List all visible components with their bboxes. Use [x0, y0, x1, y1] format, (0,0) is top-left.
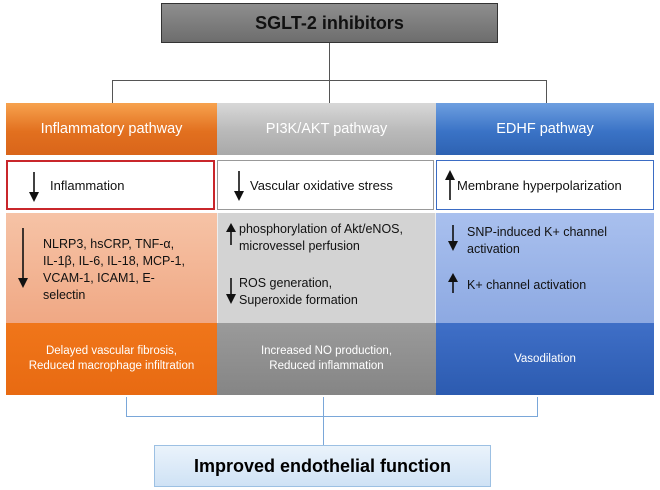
effect-oxidative-stress: Vascular oxidative stress [217, 160, 434, 210]
bracket-right-tick [537, 397, 538, 417]
markers-line: NLRP3, hsCRP, TNF-α, [43, 237, 175, 251]
connector-title-stem [329, 43, 330, 80]
bracket-stem [323, 416, 324, 445]
edhf-item-line: activation [467, 242, 520, 256]
effect-inflammation: Inflammation [6, 160, 215, 210]
connector-right-drop [546, 80, 547, 103]
markers-line: VCAM-1, ICAM1, E- [43, 271, 155, 285]
header-pi3k-akt: PI3K/AKT pathway [217, 103, 436, 155]
edhf-item-snp: SNP-induced K+ channel activation [467, 224, 607, 258]
markers-line: IL-1β, IL-6, IL-18, MCP-1, [43, 254, 185, 268]
effect-oxidative-stress-text: Vascular oxidative stress [250, 177, 393, 193]
connector-left-drop [112, 80, 113, 103]
markers-text: NLRP3, hsCRP, TNF-α, IL-1β, IL-6, IL-18,… [43, 236, 185, 304]
outcome-line: Delayed vascular fibrosis, [45, 345, 177, 357]
outcome-line: Vasodilation [514, 352, 576, 365]
markers-line: selectin [43, 288, 86, 302]
final-outcome-box: Improved endothelial function [154, 445, 491, 487]
pi3k-item-line: microvessel perfusion [239, 239, 360, 253]
pi3k-item-line: ROS generation, [239, 276, 333, 290]
pi3k-item-line: phosphorylation of Akt/eNOS, [239, 222, 403, 236]
header-inflammatory: Inflammatory pathway [6, 103, 217, 155]
up-arrow-icon [448, 273, 458, 293]
down-arrow-icon [448, 225, 458, 251]
down-arrow-icon [234, 171, 244, 201]
up-arrow-icon [226, 223, 236, 245]
pi3k-detail-box: phosphorylation of Akt/eNOS, microvessel… [217, 213, 436, 323]
pi3k-item-line: Superoxide formation [239, 293, 358, 307]
markers-box: NLRP3, hsCRP, TNF-α, IL-1β, IL-6, IL-18,… [6, 213, 217, 323]
up-arrow-icon [445, 170, 455, 200]
edhf-item-line: K+ channel activation [467, 278, 587, 292]
bracket-left-tick [126, 397, 127, 417]
header-pi3k-akt-label: PI3K/AKT pathway [265, 121, 388, 137]
effect-inflammation-text: Inflammation [50, 177, 125, 193]
final-outcome-text: Improved endothelial function [193, 455, 451, 476]
pi3k-item-phosphorylation: phosphorylation of Akt/eNOS, microvessel… [239, 221, 403, 255]
pi3k-item-ros: ROS generation, Superoxide formation [239, 275, 358, 309]
outcome-pi3k-akt: Increased NO production, Reduced inflamm… [217, 323, 436, 395]
outcome-line: Reduced macrophage infiltration [28, 360, 195, 372]
effect-hyperpolarization: Membrane hyperpolarization [436, 160, 654, 210]
outcome-line: Increased NO production, [260, 345, 393, 357]
down-arrow-icon [226, 278, 236, 304]
bracket-horizontal [126, 416, 538, 417]
header-edhf: EDHF pathway [436, 103, 654, 155]
outcome-line: Reduced inflammation [269, 360, 384, 372]
effect-hyperpolarization-text: Membrane hyperpolarization [457, 177, 622, 193]
down-arrow-icon [18, 228, 28, 288]
header-edhf-label: EDHF pathway [496, 121, 594, 137]
connector-mid-drop [329, 80, 330, 103]
title-box: SGLT-2 inhibitors [161, 3, 498, 43]
edhf-item-k-channel: K+ channel activation [467, 277, 586, 294]
edhf-item-line: SNP-induced K+ channel [467, 225, 608, 239]
outcome-inflammatory: Delayed vascular fibrosis, Reduced macro… [6, 323, 217, 395]
down-arrow-icon [29, 172, 39, 202]
outcome-edhf: Vasodilation [436, 323, 654, 395]
bracket-mid-tick [323, 397, 324, 417]
title-text: SGLT-2 inhibitors [255, 12, 404, 33]
edhf-detail-box: SNP-induced K+ channel activation K+ cha… [436, 213, 654, 323]
header-inflammatory-label: Inflammatory pathway [40, 121, 183, 137]
